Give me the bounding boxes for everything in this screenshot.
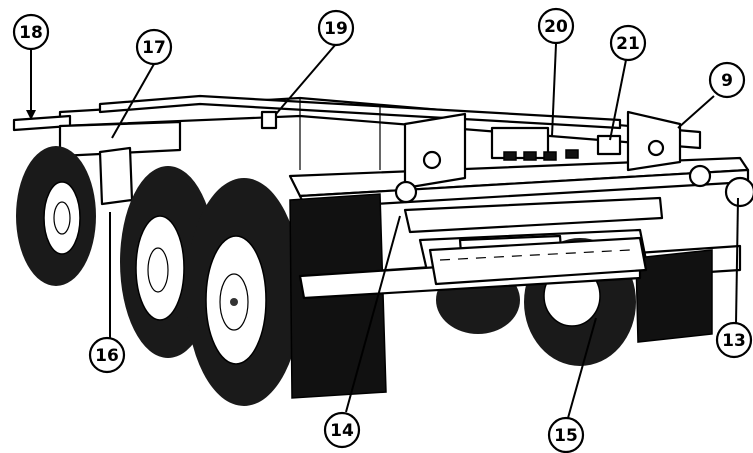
callout-19: 19	[317, 9, 355, 47]
callout-13-label: 13	[722, 331, 746, 351]
callout-18: 18	[12, 13, 50, 51]
callout-9-label: 9	[721, 71, 733, 91]
leader-21	[609, 59, 627, 141]
callout-16: 16	[88, 336, 126, 374]
callout-21: 21	[609, 24, 647, 62]
leader-15	[567, 317, 597, 419]
callout-13: 13	[715, 321, 753, 359]
rear-wheel-outer	[186, 178, 302, 406]
left-tail-light	[394, 180, 418, 204]
right-tail-light	[688, 164, 712, 188]
callouts: 18 17 19 20 21 9 16 14	[12, 7, 753, 453]
tie-down	[260, 110, 278, 130]
connector-box	[490, 126, 550, 160]
leader-13	[735, 197, 739, 325]
right-mudflap	[635, 249, 713, 343]
callout-14-label: 14	[330, 421, 354, 441]
callout-17-label: 17	[142, 38, 166, 58]
callout-21-label: 21	[616, 34, 640, 54]
leader-9	[677, 95, 715, 129]
left-rear-plate	[403, 112, 467, 190]
leader-14	[345, 215, 401, 413]
bracket	[596, 134, 622, 156]
leader-19	[275, 43, 337, 115]
callout-18-label: 18	[19, 23, 43, 43]
front-suspension	[98, 146, 134, 206]
leader-17	[111, 63, 155, 139]
callout-16-label: 16	[95, 346, 119, 366]
rear-reflector	[724, 176, 753, 208]
callout-19-label: 19	[324, 19, 348, 39]
upper-crossbar	[98, 94, 622, 130]
callout-15: 15	[547, 416, 585, 453]
callout-15-label: 15	[554, 426, 578, 446]
front-frame	[58, 120, 182, 158]
leader-20	[551, 43, 557, 137]
callout-20-label: 20	[544, 17, 568, 37]
leader-lines	[26, 43, 739, 419]
callout-20: 20	[537, 7, 575, 45]
front-left-wheel	[16, 146, 96, 286]
callout-17: 17	[135, 28, 173, 66]
callout-9: 9	[708, 61, 746, 99]
callout-14: 14	[323, 411, 361, 449]
rear-bar	[403, 196, 664, 234]
trailer-drawing	[12, 94, 753, 406]
